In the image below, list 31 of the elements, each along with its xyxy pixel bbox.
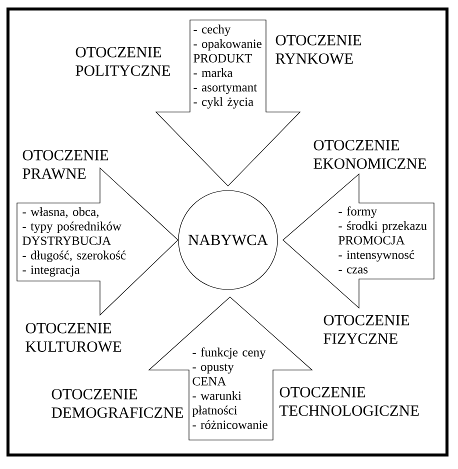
list-item: - marka bbox=[194, 68, 233, 77]
arrow-heading: PROMOCJA bbox=[338, 236, 405, 244]
environment-label: OTOCZENIE POLITYCZNE bbox=[76, 46, 170, 76]
list-item: - cykl życia bbox=[194, 97, 254, 109]
list-item: - własna, obca, bbox=[22, 207, 98, 218]
list-item: - czas bbox=[338, 267, 368, 274]
arrow-heading: CENA bbox=[192, 377, 226, 386]
list-item: - asortymant bbox=[194, 84, 257, 94]
list-item: - typy pośredników bbox=[22, 222, 122, 234]
block-arrow bbox=[282, 173, 434, 309]
list-item: - formy bbox=[338, 206, 377, 218]
environment-label: OTOCZENIE DEMOGRAFICZNE bbox=[52, 388, 184, 418]
arrow-heading: DYSTRYBUCJA bbox=[22, 236, 111, 245]
environment-label: OTOCZENIE TECHNOLOGICZNE bbox=[279, 386, 419, 416]
list-item: - integracja bbox=[22, 266, 80, 277]
list-item: - cechy bbox=[194, 24, 231, 36]
list-item: - funkcje ceny bbox=[192, 348, 266, 360]
arrow-heading: PRODUKT bbox=[194, 54, 252, 62]
environment-label: OTOCZENIE EKONOMICZNE bbox=[314, 140, 426, 169]
block-arrow bbox=[16, 167, 178, 316]
list-item: - opakowanie bbox=[194, 39, 262, 51]
list-item: - intensywnosć bbox=[338, 250, 414, 262]
list-item: - długość, szerokość bbox=[22, 250, 126, 262]
list-item: - różnicowanie bbox=[192, 420, 268, 429]
environment-label: OTOCZENIE KULTUROWE bbox=[26, 322, 122, 352]
list-item: - środki przekazu bbox=[338, 221, 427, 233]
environment-label: OTOCZENIE RYNKOWE bbox=[276, 34, 362, 64]
list-item: - opusty bbox=[192, 364, 234, 374]
environment-label: OTOCZENIE FIZYCZNE bbox=[324, 314, 410, 344]
environment-label: OTOCZENIE PRAWNE bbox=[22, 150, 108, 179]
list-item: - warunki płatności bbox=[192, 391, 242, 418]
